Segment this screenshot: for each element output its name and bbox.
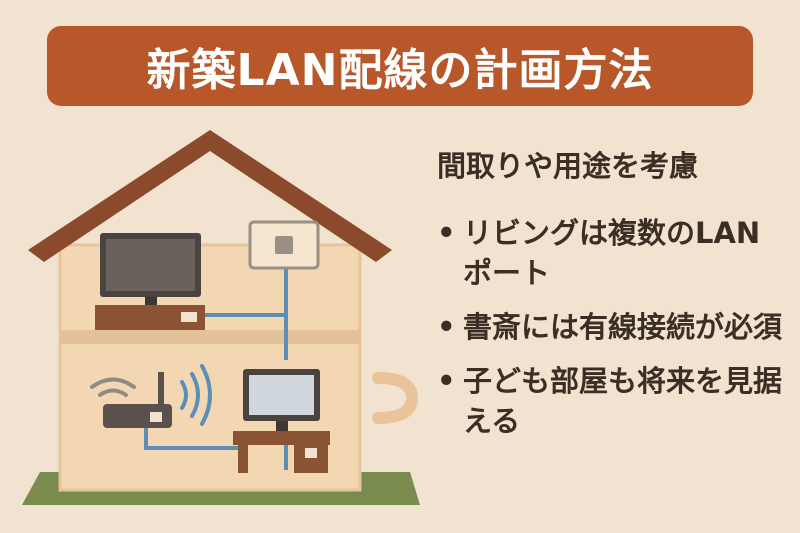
floor-divider xyxy=(60,330,360,344)
cable-end-icon xyxy=(372,372,419,424)
pc-monitor-icon xyxy=(233,369,330,473)
subtitle: 間取りや用途を考慮 xyxy=(437,149,699,183)
router-icon xyxy=(103,372,172,428)
title-banner: 新築LAN配線の計画方法 xyxy=(47,26,753,106)
tv-icon xyxy=(95,233,205,330)
lan-port-icon xyxy=(248,220,320,270)
page-title: 新築LAN配線の計画方法 xyxy=(146,45,654,96)
list-item: 書斎には有線接続が必須 xyxy=(437,307,787,347)
point-list: リビングは複数のLANポート 書斎には有線接続が必須 子ども部屋も将来を見据える xyxy=(437,213,787,441)
info-panel: 間取りや用途を考慮 リビングは複数のLANポート 書斎には有線接続が必須 子ども… xyxy=(437,143,787,455)
wifi-icon xyxy=(90,364,212,426)
house-roof xyxy=(28,130,392,262)
list-item: 子ども部屋も将来を見据える xyxy=(437,361,787,441)
list-item: リビングは複数のLANポート xyxy=(437,213,787,293)
